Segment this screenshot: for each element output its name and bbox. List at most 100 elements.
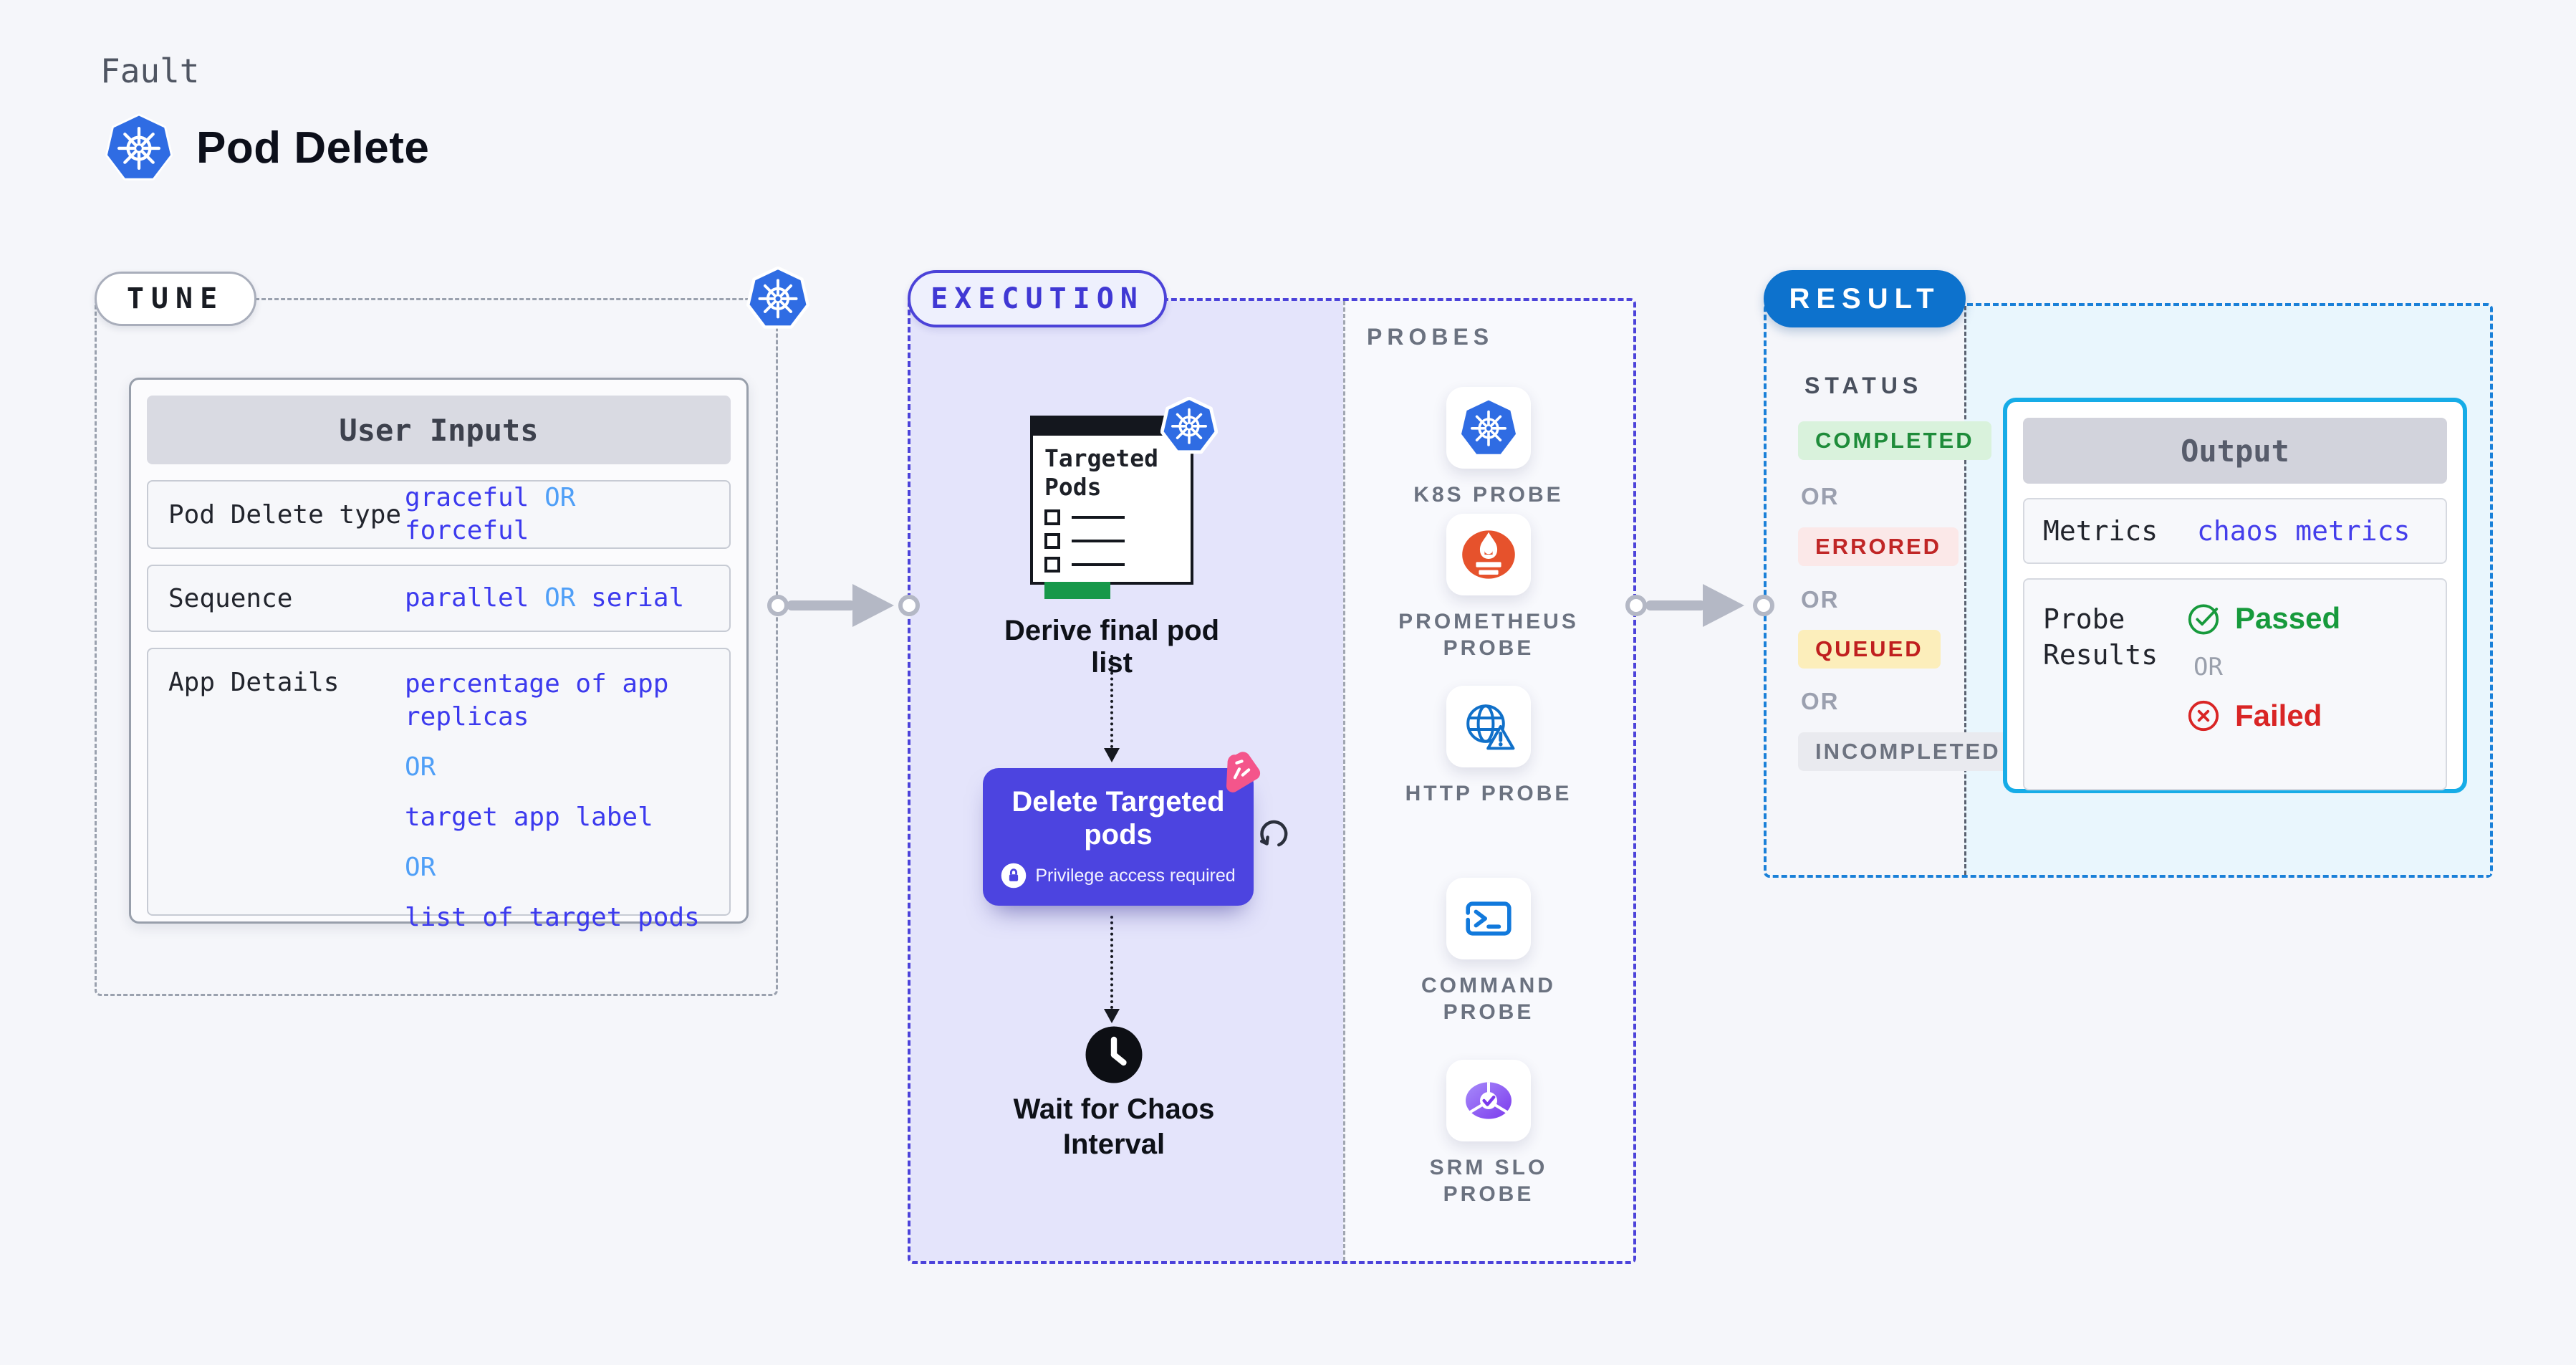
http-globe-icon — [1466, 704, 1515, 750]
probe-label: COMMAND PROBE — [1421, 974, 1556, 1024]
input-row-app-details: App Details percentage of app replicas O… — [147, 648, 731, 932]
page-title: Pod Delete — [196, 123, 430, 173]
flow-arrow-down — [1110, 916, 1113, 1009]
flow-arrow-down — [1110, 655, 1113, 748]
or-connector: OR — [544, 583, 576, 613]
input-label: Sequence — [168, 583, 293, 613]
probes-heading: PROBES — [1367, 324, 1494, 350]
pod-list-item — [1044, 533, 1179, 549]
check-circle-icon — [2188, 604, 2219, 635]
kubernetes-icon — [746, 267, 809, 329]
metrics-value: chaos metrics — [2197, 515, 2411, 547]
page-title-row: Pod Delete — [105, 113, 429, 182]
privilege-note-text: Privilege access required — [1035, 865, 1236, 886]
checkbox-icon — [1044, 533, 1060, 549]
checkbox-icon — [1044, 509, 1060, 525]
or-connector: OR — [405, 853, 436, 882]
input-row-pod-delete-type: Pod Delete type graceful OR forceful — [147, 480, 731, 549]
prometheus-probe-card — [1446, 514, 1531, 595]
value-option: target app label — [405, 803, 653, 832]
or-connector: OR — [544, 483, 576, 512]
passed-line: Passed — [2186, 601, 2340, 636]
checkbox-icon — [1044, 557, 1060, 573]
passed-text: Passed — [2235, 601, 2341, 635]
status-badge-incompleted: INCOMPLETED — [1798, 732, 2018, 771]
kubernetes-icon — [105, 113, 173, 181]
fault-kicker: Fault — [100, 52, 200, 90]
probe-label: HTTP PROBE — [1405, 782, 1572, 805]
step-wait-chaos-interval: Wait for Chaos Interval — [1013, 1093, 1215, 1160]
status-badge-completed: COMPLETED — [1798, 421, 1991, 460]
input-value: parallel OR serial — [405, 582, 709, 615]
input-row-sequence: Sequence parallel OR serial — [147, 565, 731, 632]
progress-bar — [1044, 582, 1110, 599]
result-badge-label: RESULT — [1789, 282, 1941, 315]
or-connector: OR — [2193, 653, 2223, 681]
delete-targeted-pods-step: Delete Targeted pods Privilege access re… — [983, 768, 1254, 906]
value-option: forceful — [405, 516, 529, 545]
probe-results-values: Passed OR Failed — [2186, 601, 2340, 733]
status-badge-queued: QUEUED — [1798, 630, 1941, 669]
targeted-pods-card: Targeted Pods — [1030, 416, 1193, 599]
result-badge: RESULT — [1764, 270, 1966, 327]
pod-list-item — [1044, 557, 1179, 573]
arrow-down-head-icon — [1104, 1009, 1120, 1023]
input-value: graceful OR forceful — [405, 482, 709, 547]
chaos-litmus-icon — [1226, 752, 1261, 792]
status-output-divider — [1964, 306, 1966, 875]
user-inputs-header: User Inputs — [147, 396, 731, 464]
execution-badge-label: EXECUTION — [931, 282, 1144, 315]
privilege-note: Privilege access required — [1001, 863, 1236, 889]
list-line — [1072, 516, 1125, 519]
failed-line: Failed — [2186, 699, 2340, 733]
command-probe-card — [1446, 878, 1531, 959]
k8s-probe-card — [1446, 387, 1531, 469]
value-option: serial — [591, 583, 685, 613]
clock-icon — [1085, 1026, 1143, 1083]
tune-badge-label: TUNE — [126, 282, 225, 315]
probes-divider — [1343, 301, 1345, 1261]
or-connector: OR — [1801, 688, 1840, 714]
failed-text: Failed — [2235, 699, 2322, 732]
lock-icon — [1001, 863, 1027, 889]
output-row-probe-results: Probe Results Passed OR Failed — [2023, 578, 2447, 790]
kubernetes-icon — [1461, 400, 1516, 454]
list-line — [1072, 563, 1125, 566]
probe-label: PROMETHEUS PROBE — [1398, 610, 1579, 660]
step-title: Delete Targeted pods — [1011, 786, 1225, 851]
list-line — [1072, 540, 1125, 542]
value-option: percentage of app replicas — [405, 669, 669, 732]
or-connector: OR — [1801, 586, 1840, 613]
targeted-pods-title: Targeted Pods — [1044, 444, 1158, 501]
status-badge-errored: ERRORED — [1798, 527, 1959, 566]
output-label: Metrics — [2043, 515, 2158, 547]
user-inputs-card: User Inputs Pod Delete type graceful OR … — [129, 378, 749, 932]
probe-label: SRM SLO PROBE — [1429, 1156, 1548, 1206]
x-circle-icon — [2188, 700, 2219, 732]
value-option: graceful — [405, 483, 529, 512]
output-card: Output Metrics chaos metrics Probe Resul… — [2003, 398, 2467, 793]
or-connector: OR — [405, 752, 436, 782]
input-value: percentage of app replicas OR target app… — [405, 668, 709, 934]
value-option: parallel — [405, 583, 529, 613]
status-heading: STATUS — [1804, 373, 1923, 398]
output-label: Probe Results — [2043, 603, 2158, 671]
http-probe-card — [1446, 686, 1531, 767]
input-label: App Details — [168, 668, 340, 697]
tune-badge: TUNE — [95, 272, 256, 326]
tune-section-box — [95, 298, 778, 996]
probe-label: K8S PROBE — [1413, 483, 1564, 507]
srm-slo-icon — [1466, 1082, 1512, 1119]
pod-list-item — [1044, 509, 1179, 525]
execution-badge: EXECUTION — [908, 270, 1167, 327]
arrow-down-head-icon — [1104, 748, 1120, 762]
or-connector: OR — [1801, 483, 1840, 509]
terminal-icon — [1466, 901, 1512, 936]
prometheus-icon — [1462, 530, 1515, 579]
refresh-loop-icon — [1259, 820, 1288, 847]
output-header: Output — [2023, 418, 2447, 484]
input-label: Pod Delete type — [168, 499, 402, 530]
kubernetes-icon — [1160, 397, 1218, 454]
value-option: list of target pods — [405, 903, 700, 932]
